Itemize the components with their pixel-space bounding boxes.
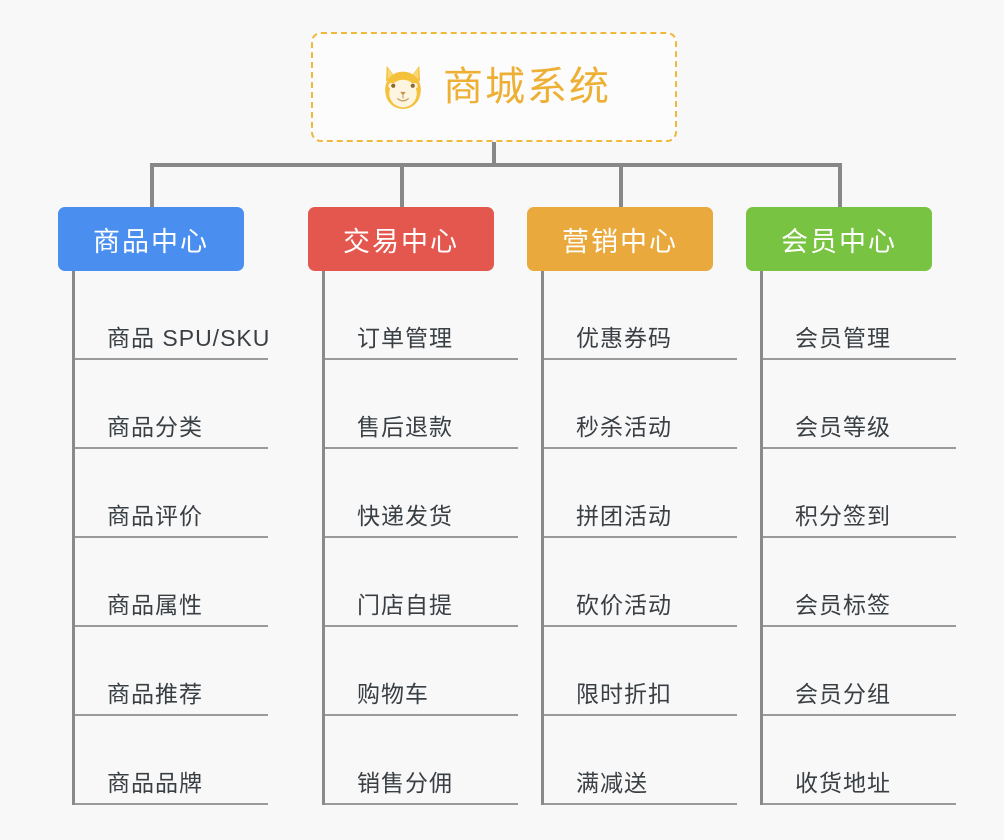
root-title: 商城系统: [443, 65, 611, 109]
leaf-item[interactable]: 拼团活动: [544, 449, 737, 538]
leaf-item[interactable]: 满减送: [544, 716, 737, 805]
leaf-item-label: 会员管理: [795, 325, 891, 351]
leaf-item-label: 砍价活动: [576, 592, 672, 618]
leaf-item[interactable]: 优惠券码: [544, 271, 737, 360]
connector-drop-2: [400, 163, 404, 209]
branch-column-trade-center: 交易中心 订单管理 售后退款 快递发货 门店自提 购物车 销售分佣: [308, 207, 518, 805]
leaf-item[interactable]: 商品 SPU/SKU: [75, 271, 269, 360]
category-header-label: 会员中心: [781, 226, 897, 257]
connector-drop-1: [150, 163, 154, 209]
leaf-item[interactable]: 商品推荐: [75, 627, 268, 716]
leaf-item[interactable]: 购物车: [325, 627, 518, 716]
connector-root-stem: [492, 142, 496, 165]
leaf-item-label: 商品 SPU/SKU: [107, 325, 271, 351]
category-header-label: 商品中心: [93, 226, 209, 257]
category-header-label: 交易中心: [343, 226, 459, 257]
leaf-item[interactable]: 积分签到: [763, 449, 956, 538]
leaf-item-label: 商品评价: [107, 503, 203, 529]
branch-column-marketing-center: 营销中心 优惠券码 秒杀活动 拼团活动 砍价活动 限时折扣 满减送: [527, 207, 737, 805]
leaf-item[interactable]: 收货地址: [763, 716, 956, 805]
leaf-item-label: 限时折扣: [576, 681, 672, 707]
leaf-item-label: 购物车: [357, 681, 429, 707]
leaf-item-label: 收货地址: [795, 770, 891, 796]
leaf-item-label: 订单管理: [357, 325, 453, 351]
category-header-label: 营销中心: [562, 226, 678, 257]
leaf-item-label: 秒杀活动: [576, 414, 672, 440]
category-header-member-center[interactable]: 会员中心: [746, 207, 932, 271]
leaf-item[interactable]: 会员管理: [763, 271, 956, 360]
leaf-item[interactable]: 订单管理: [325, 271, 518, 360]
leaf-item[interactable]: 会员标签: [763, 538, 956, 627]
leaf-item-label: 门店自提: [357, 592, 453, 618]
leaf-item-label: 快递发货: [357, 503, 453, 529]
leaf-item[interactable]: 秒杀活动: [544, 360, 737, 449]
leaf-item[interactable]: 商品评价: [75, 449, 268, 538]
connector-drop-3: [619, 163, 623, 209]
leaf-item-label: 积分签到: [795, 503, 891, 529]
leaf-item-label: 商品推荐: [107, 681, 203, 707]
leaf-list-product-center: 商品 SPU/SKU 商品分类 商品评价 商品属性 商品推荐 商品品牌: [72, 271, 269, 805]
branch-column-product-center: 商品中心 商品 SPU/SKU 商品分类 商品评价 商品属性 商品推荐 商品品牌: [58, 207, 269, 805]
leaf-item-label: 商品分类: [107, 414, 203, 440]
leaf-item-label: 商品属性: [107, 592, 203, 618]
leaf-item-label: 会员分组: [795, 681, 891, 707]
category-header-product-center[interactable]: 商品中心: [58, 207, 244, 271]
leaf-item[interactable]: 商品属性: [75, 538, 268, 627]
leaf-item[interactable]: 快递发货: [325, 449, 518, 538]
connector-horizontal-bus: [150, 163, 842, 167]
connector-drop-4: [838, 163, 842, 209]
leaf-item[interactable]: 限时折扣: [544, 627, 737, 716]
leaf-item-label: 销售分佣: [357, 770, 453, 796]
branch-column-member-center: 会员中心 会员管理 会员等级 积分签到 会员标签 会员分组 收货地址: [746, 207, 956, 805]
leaf-list-member-center: 会员管理 会员等级 积分签到 会员标签 会员分组 收货地址: [760, 271, 956, 805]
leaf-item-label: 优惠券码: [576, 325, 672, 351]
leaf-list-marketing-center: 优惠券码 秒杀活动 拼团活动 砍价活动 限时折扣 满减送: [541, 271, 737, 805]
leaf-item[interactable]: 会员等级: [763, 360, 956, 449]
leaf-item-label: 会员标签: [795, 592, 891, 618]
leaf-item[interactable]: 售后退款: [325, 360, 518, 449]
leaf-item-label: 拼团活动: [576, 503, 672, 529]
leaf-item[interactable]: 会员分组: [763, 627, 956, 716]
leaf-item-label: 商品品牌: [107, 770, 203, 796]
leaf-item-label: 满减送: [576, 770, 648, 796]
leaf-item[interactable]: 门店自提: [325, 538, 518, 627]
leaf-list-trade-center: 订单管理 售后退款 快递发货 门店自提 购物车 销售分佣: [322, 271, 518, 805]
leaf-item[interactable]: 商品品牌: [75, 716, 268, 805]
leaf-item-label: 会员等级: [795, 414, 891, 440]
leaf-item[interactable]: 销售分佣: [325, 716, 518, 805]
root-node[interactable]: 商城系统: [311, 32, 677, 142]
leaf-item[interactable]: 商品分类: [75, 360, 268, 449]
leaf-item[interactable]: 砍价活动: [544, 538, 737, 627]
category-header-trade-center[interactable]: 交易中心: [308, 207, 494, 271]
leaf-item-label: 售后退款: [357, 414, 453, 440]
category-header-marketing-center[interactable]: 营销中心: [527, 207, 713, 271]
shiba-dog-face-icon: [385, 65, 421, 109]
